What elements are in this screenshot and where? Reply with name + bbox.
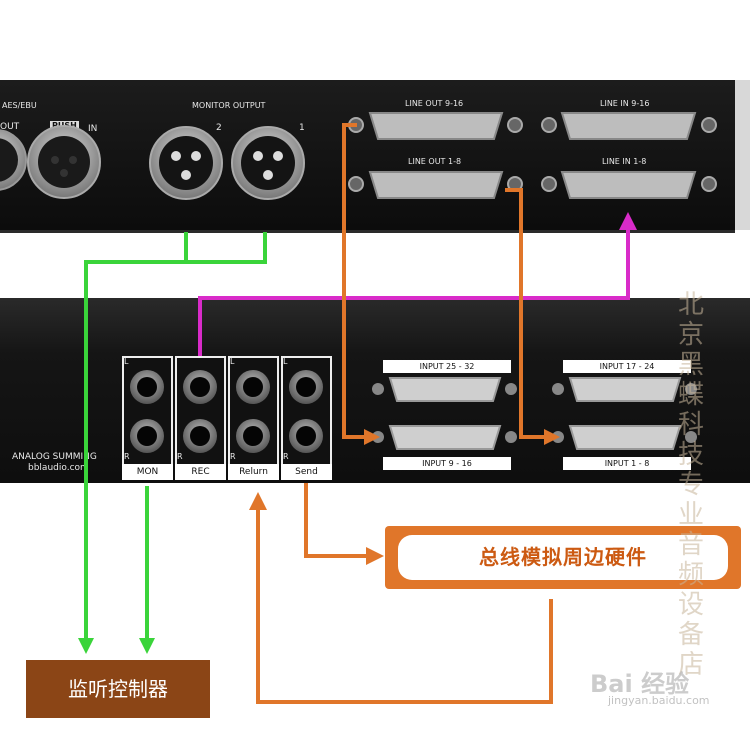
peripheral-box-inner — [398, 535, 728, 580]
monitor-output-1-connector — [231, 126, 305, 200]
brand-line1: ANALOG SUMMING — [12, 452, 97, 462]
out-label-fragment: OUT — [0, 122, 20, 132]
peripheral-hardware-label: 总线模拟周边硬件 — [479, 545, 647, 569]
mon-jack-label: MON — [122, 464, 173, 480]
line-out-1-8-label: LINE OUT 1-8 — [408, 157, 462, 166]
input-25-32-connector — [372, 377, 517, 402]
mon-channel-l: L — [124, 357, 129, 366]
orange-arrow-1 — [364, 429, 380, 445]
mon-channel-r: R — [124, 452, 130, 461]
rec-channel-r: R — [177, 452, 183, 461]
input-9-16-label: INPUT 9 - 16 — [383, 457, 511, 470]
green-arrow-1 — [78, 638, 94, 654]
line-in-9-16-connector — [541, 112, 717, 140]
rec-jack-label: REC — [175, 464, 226, 480]
line-in-1-8-connector — [541, 171, 717, 199]
return-jack-label: Relurn — [228, 464, 279, 480]
baidu-jingyan-logo: Bai 经验 — [590, 670, 690, 698]
return-channel-r: R — [230, 452, 236, 461]
baidu-jingyan-url: jingyan.baidu.com — [608, 694, 710, 707]
shop-watermark: 北京黑蝶科技 专业音频设备店 — [678, 290, 705, 680]
aes-in-connector — [27, 125, 101, 199]
input-25-32-label: INPUT 25 - 32 — [383, 360, 511, 373]
monitor-output-2-connector — [149, 126, 223, 200]
line-in-1-8-label: LINE IN 1-8 — [602, 157, 647, 166]
magenta-arrow — [619, 212, 637, 230]
return-channel-l: L — [230, 357, 235, 366]
aes-ebu-label: AES/EBU — [2, 101, 37, 110]
input-17-24-connector — [552, 377, 697, 402]
send-channel-l: L — [283, 357, 288, 366]
line-out-1-8-connector — [348, 171, 523, 199]
orange-arrow-2 — [544, 429, 560, 445]
monitor-output-label: MONITOR OUTPUT — [192, 101, 266, 110]
aes-out-connector — [0, 129, 27, 191]
brand-line2: bblaudio.com — [28, 463, 89, 473]
send-channel-r: R — [283, 452, 289, 461]
in-label: IN — [88, 124, 98, 134]
input-1-8-label: INPUT 1 - 8 — [563, 457, 691, 470]
input-1-8-connector — [552, 425, 697, 450]
line-out-9-16-connector — [348, 112, 523, 140]
green-arrow-2 — [139, 638, 155, 654]
trs-jacks — [130, 370, 323, 453]
line-in-9-16-label: LINE IN 9-16 — [600, 99, 650, 108]
panel-edge — [735, 80, 750, 230]
line-out-9-16-label: LINE OUT 9-16 — [405, 99, 464, 108]
orange-arrow-4 — [249, 492, 267, 510]
monitor-ch1-label: 1 — [299, 123, 305, 133]
input-9-16-connector — [372, 425, 517, 450]
input-17-24-label: INPUT 17 - 24 — [563, 360, 691, 373]
send-jack-label: Send — [281, 464, 332, 480]
magenta-rec-wire — [198, 228, 630, 356]
orange-arrow-3 — [366, 547, 384, 565]
green-monitor-wire — [84, 232, 267, 640]
return-jack-group — [228, 356, 279, 480]
monitor-controller-label: 监听控制器 — [26, 660, 210, 718]
orange-line-out-wires — [256, 123, 553, 704]
monitor-ch2-label: 2 — [216, 123, 222, 133]
audio-interface-rear-panel — [0, 80, 735, 233]
